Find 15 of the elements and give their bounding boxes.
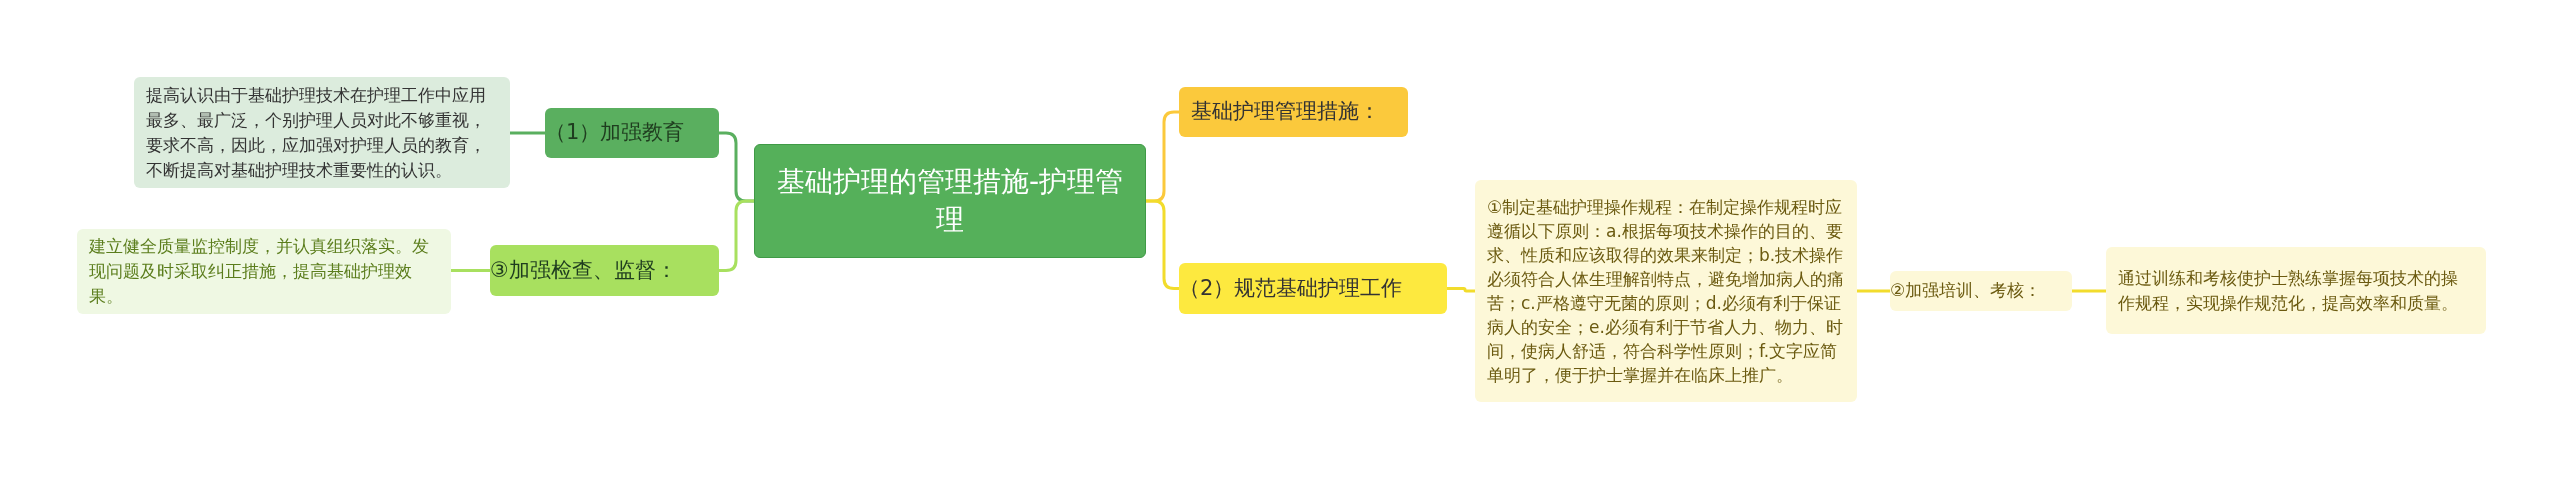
connector-line — [1857, 289, 1890, 293]
connector-line — [2072, 289, 2106, 293]
sub-topic: ②加强培训、考核： — [1890, 271, 2072, 311]
root-topic: 基础护理的管理措施-护理管理 — [754, 144, 1146, 258]
branch-topic: （2）规范基础护理工作 — [1179, 263, 1447, 314]
note-card: 提高认识由于基础护理技术在护理工作中应用最多、最广泛，个别护理人员对此不够重视，要求不高，因此，应加强对护理人员的教育，不断提高对基础护理技术重要性的认识。 — [134, 77, 510, 188]
connector-line — [510, 131, 545, 135]
connector-line — [451, 269, 490, 272]
note-card: 通过训练和考核使护士熟练掌握每项技术的操作规程，实现操作规范化，提高效率和质量。 — [2106, 247, 2486, 334]
branch-topic: 基础护理管理措施： — [1179, 87, 1408, 137]
note-card: 建立健全质量监控制度，并认真组织落实。发现问题及时采取纠正措施，提高基础护理效果。 — [77, 229, 451, 314]
note-card: ①制定基础护理操作规程：在制定操作规程时应遵循以下原则：a.根据每项技术操作的目的、要求、性质和应该取得的效果来制定；b.技术操作必须符合人体生理解剖特点，避免增加病人的痛苦；c.严格遵守无菌的原则；d.必须有利于保证病人的安全；e.必须有利于节省人力、物力、时间，使病人舒适，符合科学性原则；f.文字应简单明了，便于护士掌握并在临床上推广。 — [1475, 180, 1857, 402]
connector-line — [1447, 287, 1475, 293]
branch-topic: （1）加强教育 — [545, 108, 719, 158]
branch-topic: ③加强检查、监督： — [490, 245, 719, 296]
